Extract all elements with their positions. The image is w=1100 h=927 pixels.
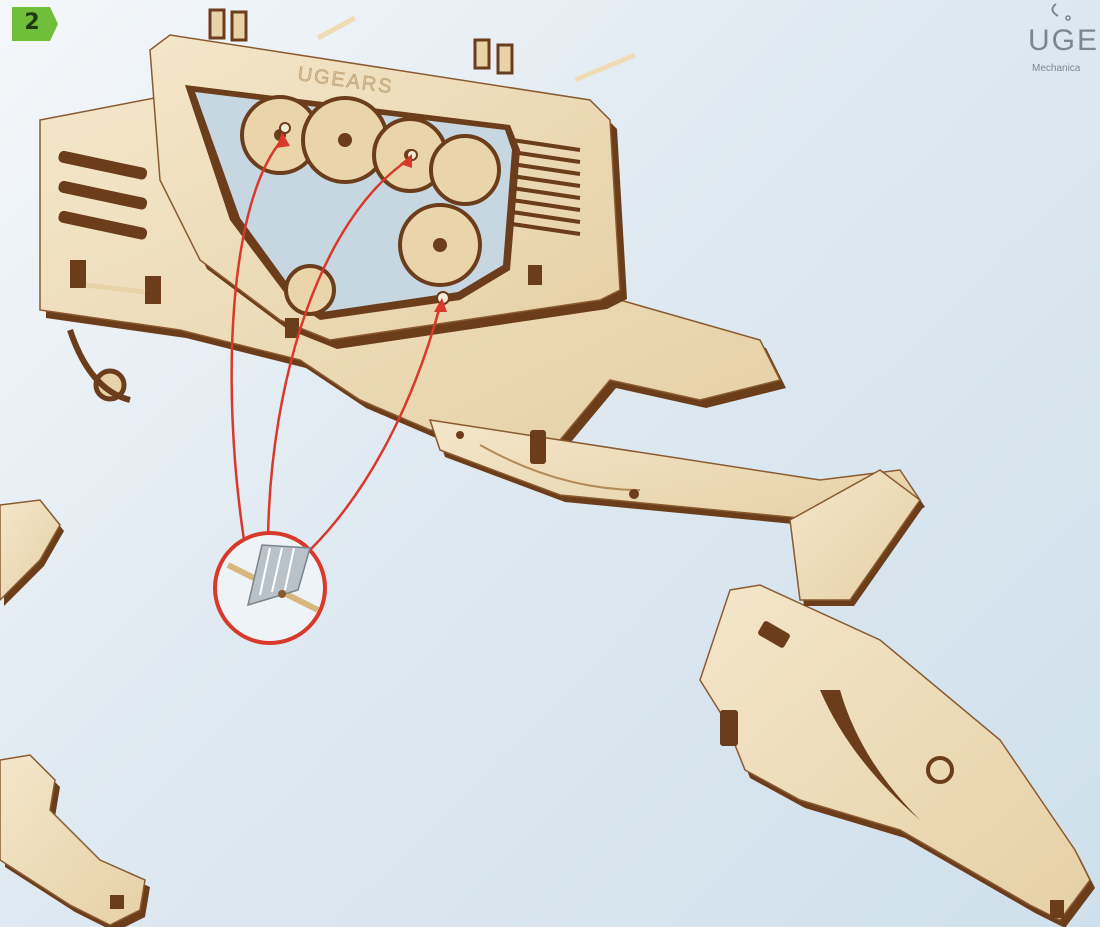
step-badge: 2 bbox=[12, 7, 58, 41]
step-number: 2 bbox=[12, 10, 52, 35]
utility-knife-blade-icon bbox=[215, 533, 325, 643]
side-piece-left-upper bbox=[0, 500, 64, 606]
pin-hole-1 bbox=[280, 123, 290, 133]
brand-tagline: Mechanica bbox=[1032, 63, 1080, 74]
brand-name: UGE bbox=[1028, 24, 1099, 58]
ugears-logo-icon: UGE Mechanica bbox=[1010, 0, 1100, 80]
front-fork-part bbox=[700, 585, 1095, 927]
side-piece-left-lower bbox=[0, 755, 150, 927]
